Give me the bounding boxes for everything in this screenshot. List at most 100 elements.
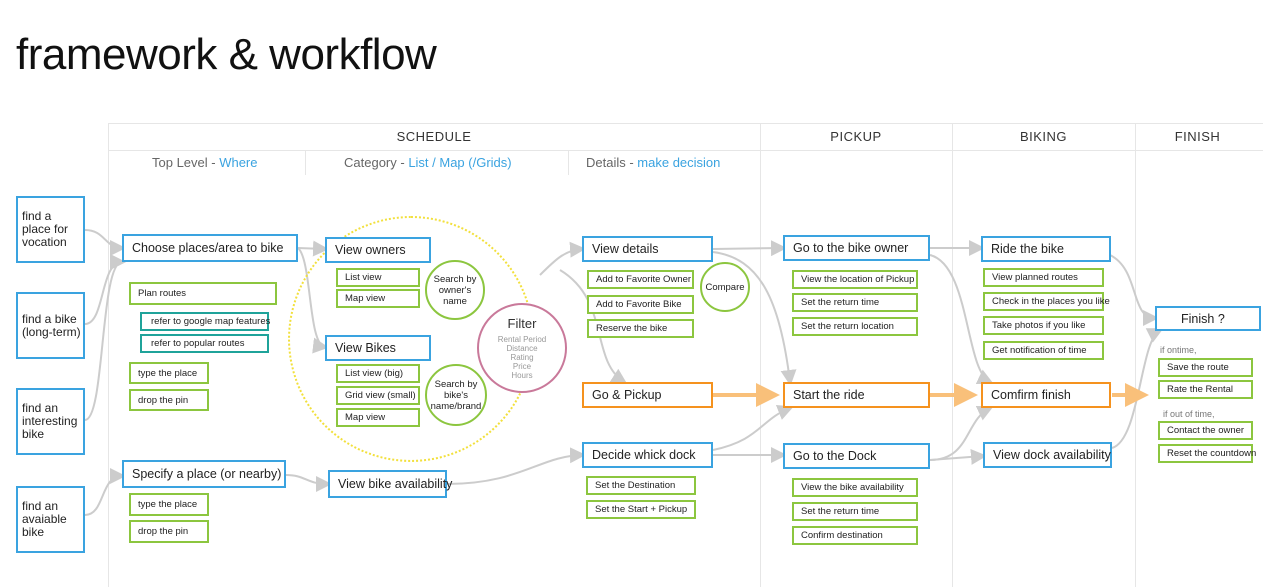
google-map-box[interactable]: refer to google map features: [140, 312, 270, 331]
drop-pin-box[interactable]: drop the pin: [129, 389, 209, 411]
grid-line: [568, 150, 569, 175]
time-notification-box[interactable]: Get notification of time: [983, 341, 1104, 360]
link-line: [1111, 328, 1164, 449]
view-details-box[interactable]: View details: [582, 236, 713, 262]
view-planned-routes-box[interactable]: View planned routes: [983, 268, 1104, 287]
link-line: [446, 447, 586, 485]
set-start-pickup-box[interactable]: Set the Start + Pickup: [586, 500, 696, 519]
set-return-location-box[interactable]: Set the return location: [792, 317, 918, 336]
start-find-bike-long-term[interactable]: find a bike (long-term): [16, 292, 85, 359]
rate-rental-box[interactable]: Rate the Rental: [1158, 380, 1253, 399]
view-dock-availability-box[interactable]: View dock availability: [983, 442, 1112, 468]
link-line: [84, 254, 126, 421]
type-place-box-2[interactable]: type the place: [129, 493, 209, 516]
header-divider-bottom: [108, 150, 1263, 151]
contact-owner-box[interactable]: Contact the owner: [1158, 421, 1253, 440]
go-bike-owner-box[interactable]: Go to the bike owner: [783, 235, 930, 261]
start-ride-box[interactable]: Start the ride: [783, 382, 930, 408]
go-dock-box[interactable]: Go to the Dock: [783, 443, 930, 469]
subheader-accent: make decision: [637, 155, 721, 170]
grid-line: [108, 123, 109, 587]
view-bikes-box[interactable]: View Bikes: [325, 335, 431, 361]
plan-routes-box[interactable]: Plan routes: [129, 282, 277, 305]
grid-line: [305, 150, 306, 175]
map-view-box[interactable]: Map view: [336, 289, 420, 308]
link-line: [929, 254, 994, 384]
filter-circle[interactable]: Filter Rental Period Distance Rating Pri…: [477, 303, 567, 393]
save-route-box[interactable]: Save the route: [1158, 358, 1253, 377]
subheader-label: Category -: [344, 155, 409, 170]
view-pickup-location-box[interactable]: View the location of Pickup: [792, 270, 918, 289]
confirm-destination-box[interactable]: Confirm destination: [792, 526, 918, 545]
type-place-box[interactable]: type the place: [129, 362, 209, 384]
popular-routes-box[interactable]: refer to popular routes: [140, 334, 269, 353]
link-line: [712, 251, 797, 386]
reserve-bike-box[interactable]: Reserve the bike: [587, 319, 694, 338]
view-owners-box[interactable]: View owners: [325, 237, 431, 263]
take-photos-box[interactable]: Take photos if you like: [983, 316, 1104, 335]
grid-view-small-box[interactable]: Grid view (small): [336, 386, 420, 405]
subheader-details: Details - make decision: [586, 155, 720, 170]
reset-countdown-box[interactable]: Reset the countdown: [1158, 444, 1256, 463]
phase-pickup: PICKUP: [830, 129, 882, 144]
subheader-top-level: Top Level - Where: [152, 155, 258, 170]
header-divider-top: [108, 123, 1263, 124]
link-line: [712, 240, 787, 257]
filter-title: Filter: [507, 316, 537, 331]
phase-biking: BIKING: [1019, 129, 1068, 144]
search-bike-circle[interactable]: Search by bike's name/brand: [425, 364, 487, 426]
grid-line: [1135, 123, 1136, 587]
subheader-category: Category - List / Map (/Grids): [344, 155, 512, 170]
set-return-time-box-2[interactable]: Set the return time: [792, 502, 918, 521]
phase-schedule: SCHEDULE: [396, 129, 472, 144]
filter-item: Rental Period: [497, 335, 547, 344]
link-line: [84, 468, 126, 516]
view-bike-availability-check-box[interactable]: View the bike availability: [792, 478, 918, 497]
start-find-place[interactable]: find a place for vocation: [16, 196, 85, 263]
subheader-accent: List / Map (/Grids): [408, 155, 512, 170]
drop-pin-box-2[interactable]: drop the pin: [129, 520, 209, 543]
grid-line: [952, 123, 953, 587]
phase-finish: FINISH: [1174, 129, 1221, 144]
specify-place-box[interactable]: Specify a place (or nearby): [122, 460, 286, 488]
set-return-time-box[interactable]: Set the return time: [792, 293, 918, 312]
filter-item: Rating: [510, 353, 534, 362]
grid-line: [760, 123, 761, 587]
link-line: [297, 240, 329, 257]
go-pickup-box[interactable]: Go & Pickup: [582, 382, 713, 408]
favorite-bike-box[interactable]: Add to Favorite Bike: [587, 295, 694, 314]
start-find-interesting-bike[interactable]: find an interesting bike: [16, 388, 85, 455]
subheader-accent: Where: [219, 155, 258, 170]
list-view-big-box[interactable]: List view (big): [336, 364, 420, 383]
page-title: framework & workflow: [16, 30, 437, 79]
check-in-places-box[interactable]: Check in the places you like: [983, 292, 1110, 311]
subheader-label: Details -: [586, 155, 638, 170]
decide-dock-box[interactable]: Decide whick dock: [582, 442, 713, 468]
filter-item: Hours: [511, 371, 533, 380]
favorite-owner-box[interactable]: Add to Favorite Owner: [587, 270, 694, 289]
start-find-available-bike[interactable]: find an avaiable bike: [16, 486, 85, 553]
link-line: [929, 406, 994, 461]
finish-box[interactable]: Finish ?: [1155, 306, 1261, 331]
ride-bike-box[interactable]: Ride the bike: [981, 236, 1111, 262]
map-view-box-2[interactable]: Map view: [336, 408, 420, 427]
choose-places-box[interactable]: Choose places/area to bike: [122, 234, 298, 262]
view-bike-availability-box[interactable]: View bike availability: [328, 470, 452, 498]
link-line: [1109, 254, 1159, 326]
if-out-of-time-label: if out of time,: [1163, 409, 1215, 419]
set-destination-box[interactable]: Set the Destination: [586, 476, 696, 495]
link-line: [84, 229, 126, 256]
compare-circle[interactable]: Compare: [700, 262, 750, 312]
link-line: [285, 474, 332, 492]
link-line: [84, 254, 126, 325]
link-line: [712, 405, 794, 451]
if-ontime-label: if ontime,: [1160, 345, 1197, 355]
confirm-finish-box[interactable]: Comfirm finish: [981, 382, 1111, 408]
search-owner-circle[interactable]: Search by owner's name: [425, 260, 485, 320]
filter-item: Distance: [506, 344, 538, 353]
list-view-box[interactable]: List view: [336, 268, 420, 287]
filter-item: Price: [512, 362, 532, 371]
subheader-label: Top Level -: [152, 155, 220, 170]
link-line: [539, 241, 586, 276]
